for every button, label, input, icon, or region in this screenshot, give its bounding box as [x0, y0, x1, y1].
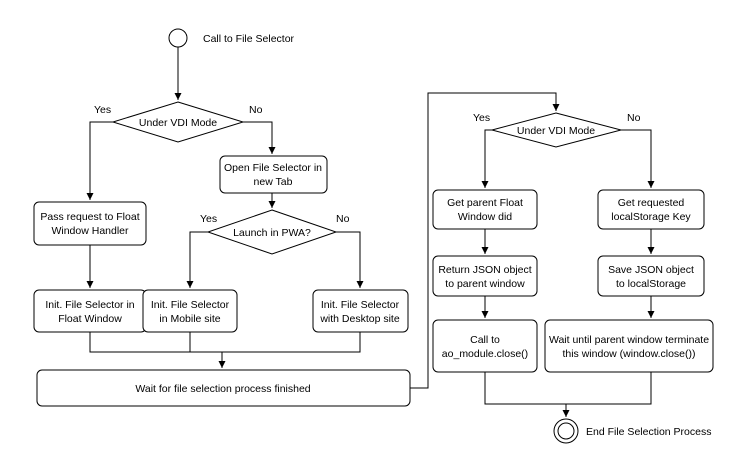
open-tab-line1: Open File Selector in [224, 162, 322, 174]
end-node: End File Selection Process [553, 418, 711, 444]
wait-selection-text: Wait for file selection process finished [135, 383, 310, 395]
init-desktop-line1: Init. File Selector [321, 299, 400, 311]
decision-pwa-text: Launch in PWA? [233, 227, 311, 239]
decision-vdi-text: Under VDI Mode [139, 117, 217, 129]
open-tab-line2: new Tab [254, 176, 293, 188]
get-key-line2: localStorage Key [611, 211, 691, 223]
get-parent-line1: Get parent Float [447, 197, 523, 209]
end-label: End File Selection Process [586, 426, 711, 438]
box-init-mobile: Init. File Selector in Mobile site [142, 289, 238, 333]
edge-wait-to-right-vdi [410, 92, 560, 389]
decision-pwa: Launch in PWA? [206, 209, 338, 255]
box-get-parent: Get parent Float Window did [432, 189, 538, 230]
edge-pwa-yes [186, 231, 208, 288]
box-pass-request: Pass request to Float Window Handler [33, 201, 147, 246]
init-float-line2: Float Window [58, 313, 122, 325]
init-float-line1: Init. File Selector in [45, 299, 134, 311]
pwa-no-label: No [336, 213, 350, 225]
save-json-line1: Save JSON object [608, 264, 694, 276]
init-mobile-line1: Init. File Selector [151, 299, 230, 311]
pwa-yes-label: Yes [200, 213, 217, 225]
get-key-line1: Get requested [618, 197, 685, 209]
box-save-json: Save JSON object to localStorage [597, 255, 705, 297]
init-mobile-line2: in Mobile site [159, 313, 220, 325]
edges [86, 47, 655, 417]
return-json-line2: to parent window [445, 278, 525, 290]
box-get-storage-key: Get requested localStorage Key [597, 189, 705, 230]
edge-right-vdi-no [621, 129, 655, 188]
get-parent-line2: Window did [458, 211, 512, 223]
call-close-line1: Call to [470, 334, 500, 346]
edge-vdi-yes [86, 121, 113, 200]
box-init-desktop: Init. File Selector with Desktop site [312, 289, 409, 333]
pass-request-line2: Window Handler [51, 225, 129, 237]
start-label: Call to File Selector [203, 33, 295, 45]
start-circle [168, 28, 188, 48]
edge-vdi-no [243, 121, 276, 154]
vdi-no-label: No [249, 104, 263, 116]
right-vdi-no-label: No [627, 112, 641, 124]
box-wait-parent: Wait until parent window terminate this … [544, 319, 714, 373]
decision-vdi: Under VDI Mode [111, 101, 245, 143]
init-desktop-line2: with Desktop site [319, 313, 400, 325]
wait-parent-line2: this window (window.close()) [562, 348, 695, 360]
right-vdi-yes-label: Yes [473, 112, 490, 124]
call-close-line2: ao_module.close() [442, 348, 528, 360]
start-node: Call to File Selector [168, 28, 295, 48]
box-call-close: Call to ao_module.close() [432, 319, 538, 373]
wait-parent-line1: Wait until parent window terminate [549, 334, 709, 346]
edge-pwa-no [336, 231, 364, 288]
edge-right-vdi-yes [481, 129, 492, 188]
box-init-float: Init. File Selector in Float Window [33, 289, 147, 333]
decision-right-vdi-text: Under VDI Mode [517, 125, 595, 137]
decision-right-vdi: Under VDI Mode [490, 112, 623, 148]
return-json-line1: Return JSON object [438, 264, 531, 276]
box-wait-selection: Wait for file selection process finished [36, 369, 411, 407]
edge-merge-lines [89, 332, 361, 353]
save-json-line2: to localStorage [616, 278, 686, 290]
pass-request-line1: Pass request to Float [40, 211, 139, 223]
edge-end-merge-lines [484, 372, 652, 405]
end-circle-inner [557, 422, 575, 440]
box-open-new-tab: Open File Selector in new Tab [219, 155, 328, 194]
box-return-json: Return JSON object to parent window [432, 255, 538, 297]
vdi-yes-label: Yes [94, 104, 111, 116]
